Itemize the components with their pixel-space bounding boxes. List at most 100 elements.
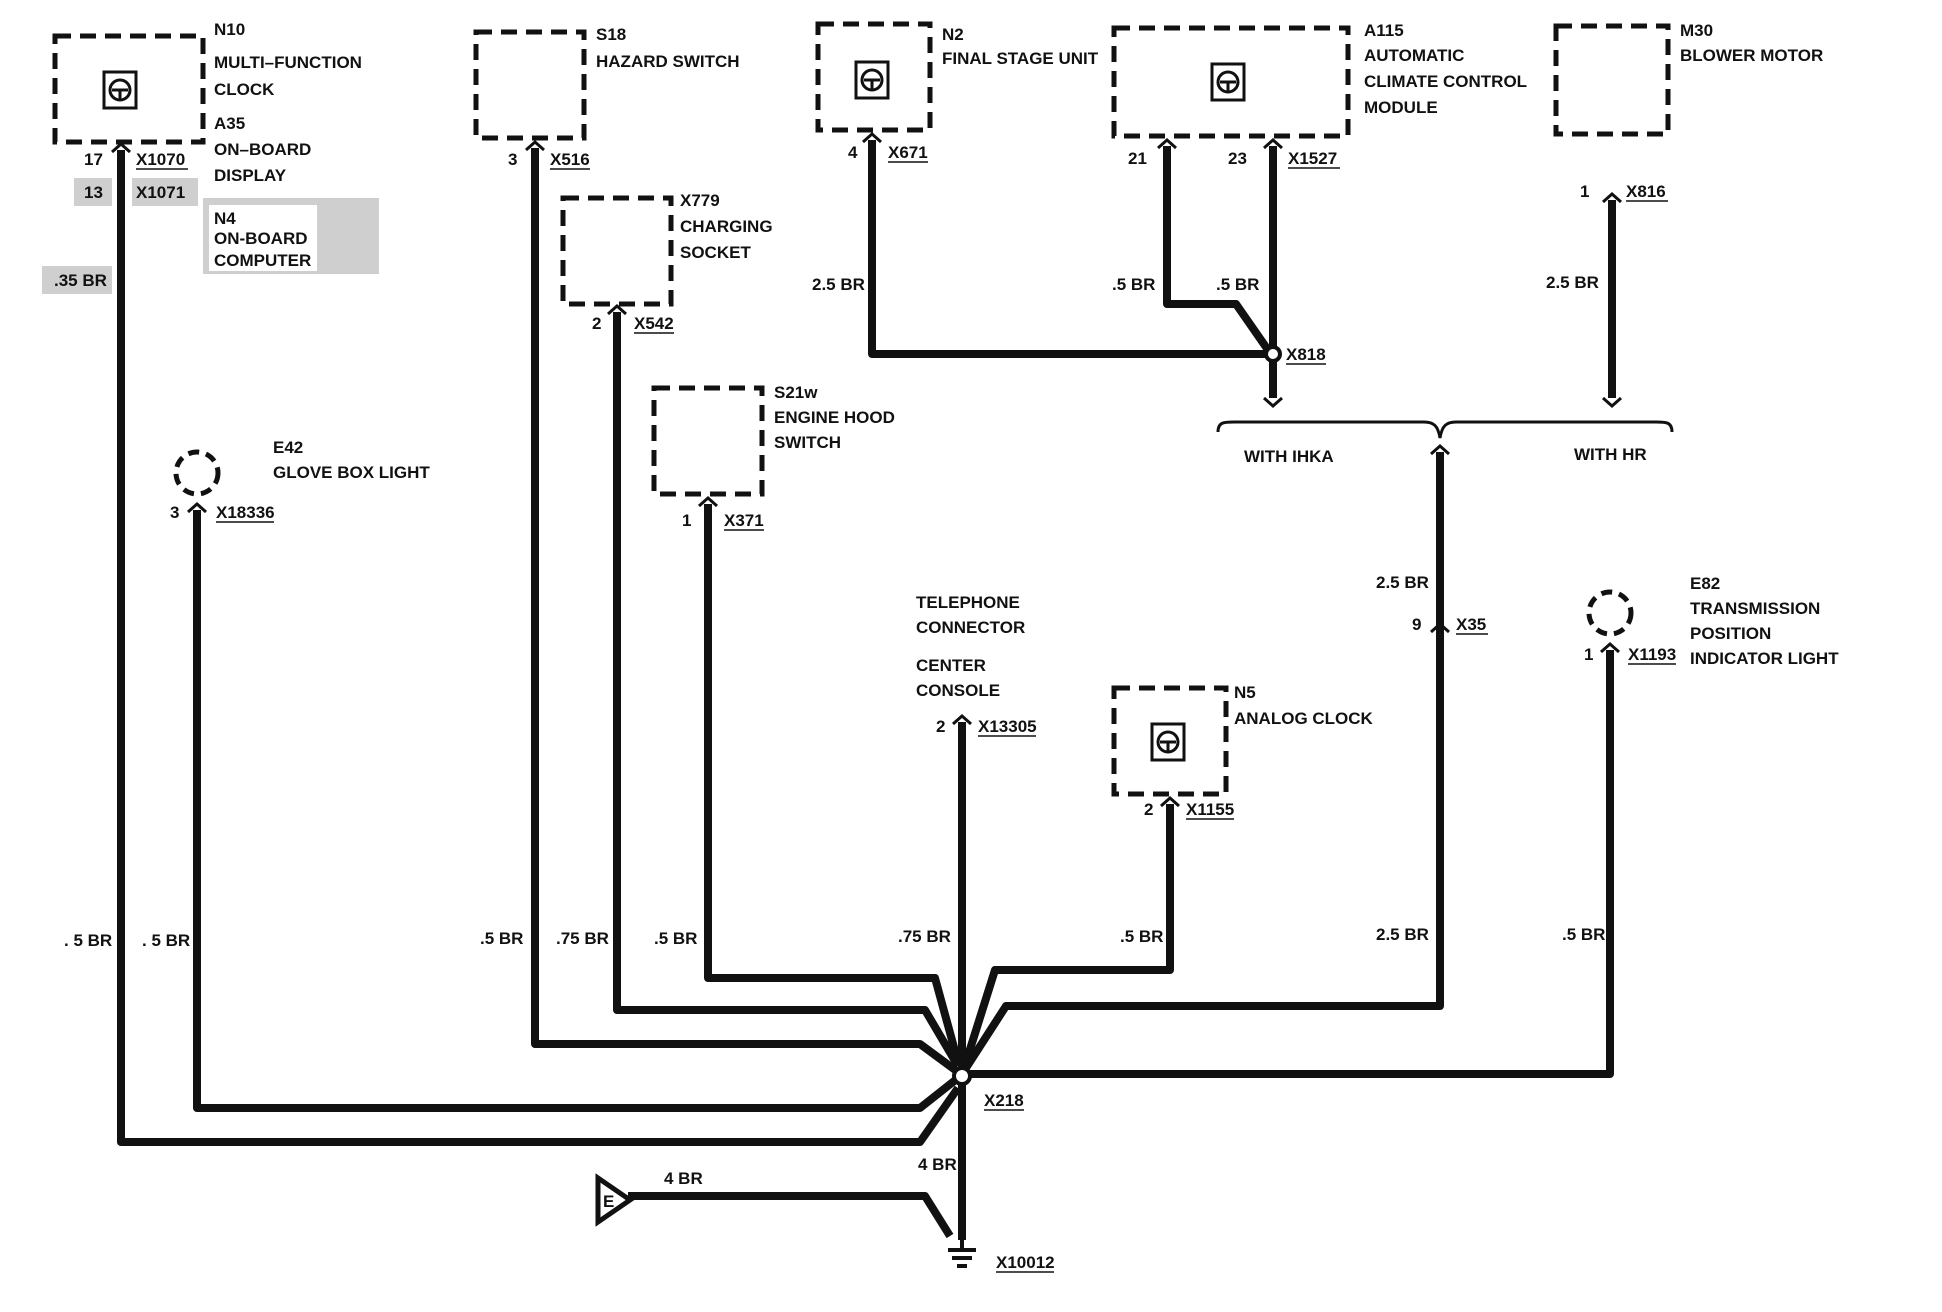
telephone-label-2: CONNECTOR: [916, 618, 1025, 637]
conn-x1071: X1071: [136, 183, 185, 202]
wire-harness: [117, 140, 1616, 1240]
conn-x816: X816: [1626, 182, 1666, 201]
control-unit-icon: [854, 60, 890, 100]
component-a115: [1111, 25, 1351, 139]
n10-label-2: CLOCK: [214, 80, 275, 99]
e42-id: E42: [273, 438, 303, 457]
conn-x35: X35: [1456, 615, 1486, 634]
n4-label-1: ON-BOARD: [214, 229, 308, 248]
component-n5: [1111, 685, 1229, 797]
component-n2: [815, 21, 933, 133]
splice-x218: [952, 1066, 972, 1086]
pin-x35: 9: [1412, 615, 1421, 634]
conn-x671: X671: [888, 143, 928, 162]
n2-id: N2: [942, 25, 964, 44]
pin-x542: 2: [592, 314, 601, 333]
s21w-label-1: ENGINE HOOD: [774, 408, 895, 427]
x779-id: X779: [680, 191, 720, 210]
conn-x516: X516: [550, 150, 590, 169]
control-unit-icon: [102, 70, 138, 110]
a35-label-2: DISPLAY: [214, 166, 287, 185]
x779-label-1: CHARGING: [680, 217, 773, 236]
pin-x1155: 2: [1144, 800, 1153, 819]
s21w-label-2: SWITCH: [774, 433, 841, 452]
e82-label-1: TRANSMISSION: [1690, 599, 1820, 618]
a35-label-1: ON–BOARD: [214, 140, 311, 159]
n10-label-1: MULTI–FUNCTION: [214, 53, 362, 72]
conn-x1193: X1193: [1628, 645, 1676, 664]
pin-x1527-21: 21: [1128, 149, 1147, 168]
wire-label-m30: 2.5 BR: [1546, 273, 1599, 292]
e82-id: E82: [1690, 574, 1720, 593]
e42-label: GLOVE BOX LIGHT: [273, 463, 430, 482]
wire-label-x779: .75 BR: [556, 929, 609, 948]
e82-label-2: POSITION: [1690, 624, 1771, 643]
n5-id: N5: [1234, 683, 1256, 702]
conn-x1155: X1155: [1186, 800, 1234, 819]
m30-id: M30: [1680, 21, 1713, 40]
s18-label: HAZARD SWITCH: [596, 52, 740, 71]
conn-x218: X218: [984, 1091, 1024, 1110]
wire-label-n10: . 5 BR: [64, 931, 112, 950]
a35-id: A35: [214, 114, 245, 133]
component-e42: [173, 449, 221, 497]
n2-label: FINAL STAGE UNIT: [942, 49, 1099, 68]
option-with-ihka: WITH IHKA: [1244, 447, 1334, 466]
component-e82: [1586, 589, 1634, 637]
conn-x13305: X13305: [978, 717, 1037, 736]
conn-x542: X542: [634, 314, 674, 333]
option-with-hr: WITH HR: [1574, 445, 1647, 464]
n5-label: ANALOG CLOCK: [1234, 709, 1374, 728]
wire-label-a115-21: .5 BR: [1112, 275, 1155, 294]
pin-x13305: 2: [936, 717, 945, 736]
m30-label: BLOWER MOTOR: [1680, 46, 1823, 65]
pin-x1527-23: 23: [1228, 149, 1247, 168]
telephone-label-3: CENTER: [916, 656, 986, 675]
component-n10: [52, 33, 206, 145]
telephone-label-4: CONSOLE: [916, 681, 1000, 700]
control-unit-icon: [1150, 722, 1186, 762]
wire-label-n5: .5 BR: [1120, 927, 1163, 946]
conn-x10012: X10012: [996, 1253, 1055, 1272]
conn-x1070: X1070: [136, 150, 185, 169]
ground-icon: [948, 1240, 976, 1268]
a115-label-2: CLIMATE CONTROL: [1364, 72, 1527, 91]
n4-id: N4: [214, 209, 236, 228]
connector-marks: [111, 131, 1622, 808]
x779-label-2: SOCKET: [680, 243, 751, 262]
option-brace: [1216, 420, 1674, 439]
conn-x1527: X1527: [1288, 149, 1337, 168]
pin-x1071: 13: [84, 183, 103, 202]
ground-point-e-icon: E: [595, 1173, 635, 1227]
wire-label-s21w: .5 BR: [654, 929, 697, 948]
pin-x671: 4: [848, 143, 858, 162]
pin-x371: 1: [682, 511, 691, 530]
n4-label-2: COMPUTER: [214, 251, 311, 270]
control-unit-icon: [1210, 62, 1246, 102]
conn-x18336: X18336: [216, 503, 275, 522]
a115-id: A115: [1364, 21, 1404, 40]
e82-label-3: INDICATOR LIGHT: [1690, 649, 1839, 668]
pin-x1193: 1: [1584, 645, 1593, 664]
wire-label-ground-main: 4 BR: [918, 1155, 957, 1174]
a115-label-1: AUTOMATIC: [1364, 46, 1464, 65]
wire-label-tel: .75 BR: [898, 927, 951, 946]
component-m30: [1553, 23, 1671, 137]
component-x779: [560, 195, 674, 307]
pin-x816: 1: [1580, 182, 1589, 201]
component-s21w: [651, 385, 765, 497]
conn-x371: X371: [724, 511, 764, 530]
pin-x1070: 17: [84, 150, 103, 169]
wire-label-e42: . 5 BR: [142, 931, 190, 950]
wire-label-035br: .35 BR: [54, 271, 107, 290]
ground-letter: E: [603, 1192, 614, 1211]
wire-label-n2: 2.5 BR: [812, 275, 865, 294]
a115-label-3: MODULE: [1364, 98, 1438, 117]
wire-label-e82: .5 BR: [1562, 925, 1605, 944]
wire-label-ground-e: 4 BR: [664, 1169, 703, 1188]
component-s18: [473, 29, 587, 141]
pin-x18336: 3: [170, 503, 179, 522]
component-n4-shaded: [203, 198, 379, 274]
s21w-id: S21w: [774, 383, 818, 402]
splice-x818: [1264, 345, 1282, 363]
